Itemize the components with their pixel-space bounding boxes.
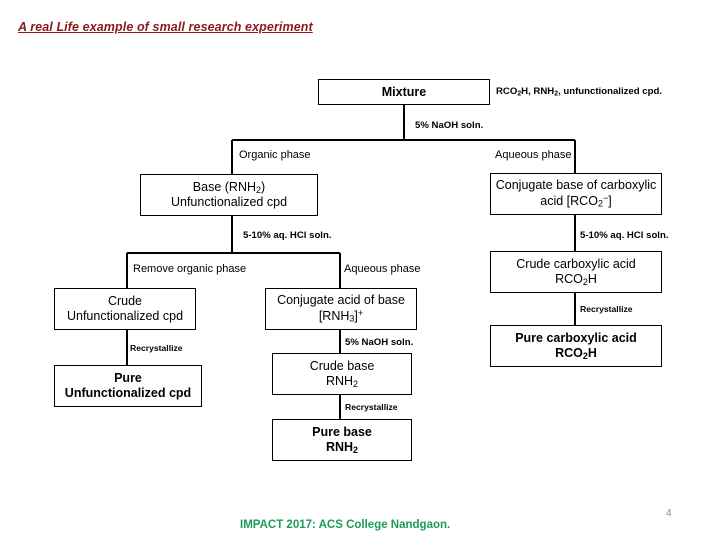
node-line: RCO2H — [555, 345, 597, 361]
node-line: Crude — [107, 294, 143, 309]
annotation-remove-organic-phase: Remove organic phase — [133, 263, 247, 275]
annotation-recrystallize-middle: Recrystallize — [345, 402, 398, 412]
node-line: Mixture — [381, 84, 427, 99]
annotation-aqueous-phase-2: Aqueous phase — [344, 263, 421, 275]
annotation-mixture-components: RCO2H, RNH2, unfunctionalized cpd. — [496, 86, 662, 98]
annotation-naoh-1: 5% NaOH soln. — [415, 120, 484, 131]
node-line: [RNH3]+ — [318, 308, 364, 324]
node-line: Unfunctionalized cpd — [170, 195, 288, 210]
page-title: A real Life example of small research ex… — [18, 20, 313, 34]
node-line: Conjugate base of carboxylic — [495, 178, 657, 193]
node-line: Pure carboxylic acid — [515, 330, 637, 345]
node-base-unfunctionalized[interactable]: Base (RNH2) Unfunctionalized cpd — [140, 174, 318, 216]
node-crude-carboxylic-acid[interactable]: Crude carboxylic acid RCO2H — [490, 251, 662, 293]
node-pure-carboxylic-acid[interactable]: Pure carboxylic acid RCO2H — [490, 325, 662, 367]
node-line: Base (RNH2) — [192, 179, 266, 195]
node-conjugate-acid-of-base[interactable]: Conjugate acid of base [RNH3]+ — [265, 288, 417, 330]
node-line: RNH2 — [325, 373, 359, 389]
node-pure-unfunctionalized[interactable]: Pure Unfunctionalized cpd — [54, 365, 202, 407]
node-conjugate-base-carboxylic-acid[interactable]: Conjugate base of carboxylic acid [RCO2−… — [490, 173, 662, 215]
annotation-organic-phase: Organic phase — [239, 149, 311, 161]
node-line: Pure — [114, 371, 142, 386]
node-line: Crude base — [309, 358, 375, 373]
node-line: Pure base — [312, 424, 372, 439]
node-line: RCO2H — [555, 271, 597, 287]
node-mixture[interactable]: Mixture — [318, 79, 490, 105]
node-line: RNH2 — [325, 439, 359, 455]
annotation-hcl-right: 5-10% aq. HCl soln. — [580, 230, 669, 241]
footer-text: IMPACT 2017: ACS College Nandgaon. — [240, 519, 451, 531]
annotation-recrystallize-right: Recrystallize — [580, 304, 633, 314]
annotation-aqueous-phase-1: Aqueous phase — [495, 149, 572, 161]
node-crude-unfunctionalized[interactable]: Crude Unfunctionalized cpd — [54, 288, 196, 330]
annotation-hcl-left: 5-10% aq. HCl soln. — [243, 230, 332, 241]
annotation-recrystallize-left: Recrystallize — [130, 343, 183, 353]
node-line: acid [RCO2−] — [540, 193, 612, 209]
flowchart: Mixture Base (RNH2) Unfunctionalized cpd… — [54, 79, 669, 461]
annotation-naoh-2: 5% NaOH soln. — [345, 337, 414, 348]
node-pure-base[interactable]: Pure base RNH2 — [272, 419, 412, 461]
node-line: Conjugate acid of base — [277, 293, 405, 308]
node-crude-base[interactable]: Crude base RNH2 — [272, 353, 412, 395]
node-line: Unfunctionalized cpd — [64, 386, 192, 400]
page-number: 4 — [666, 508, 672, 519]
node-line: Unfunctionalized cpd — [66, 309, 184, 323]
node-line: Crude carboxylic acid — [516, 256, 636, 271]
